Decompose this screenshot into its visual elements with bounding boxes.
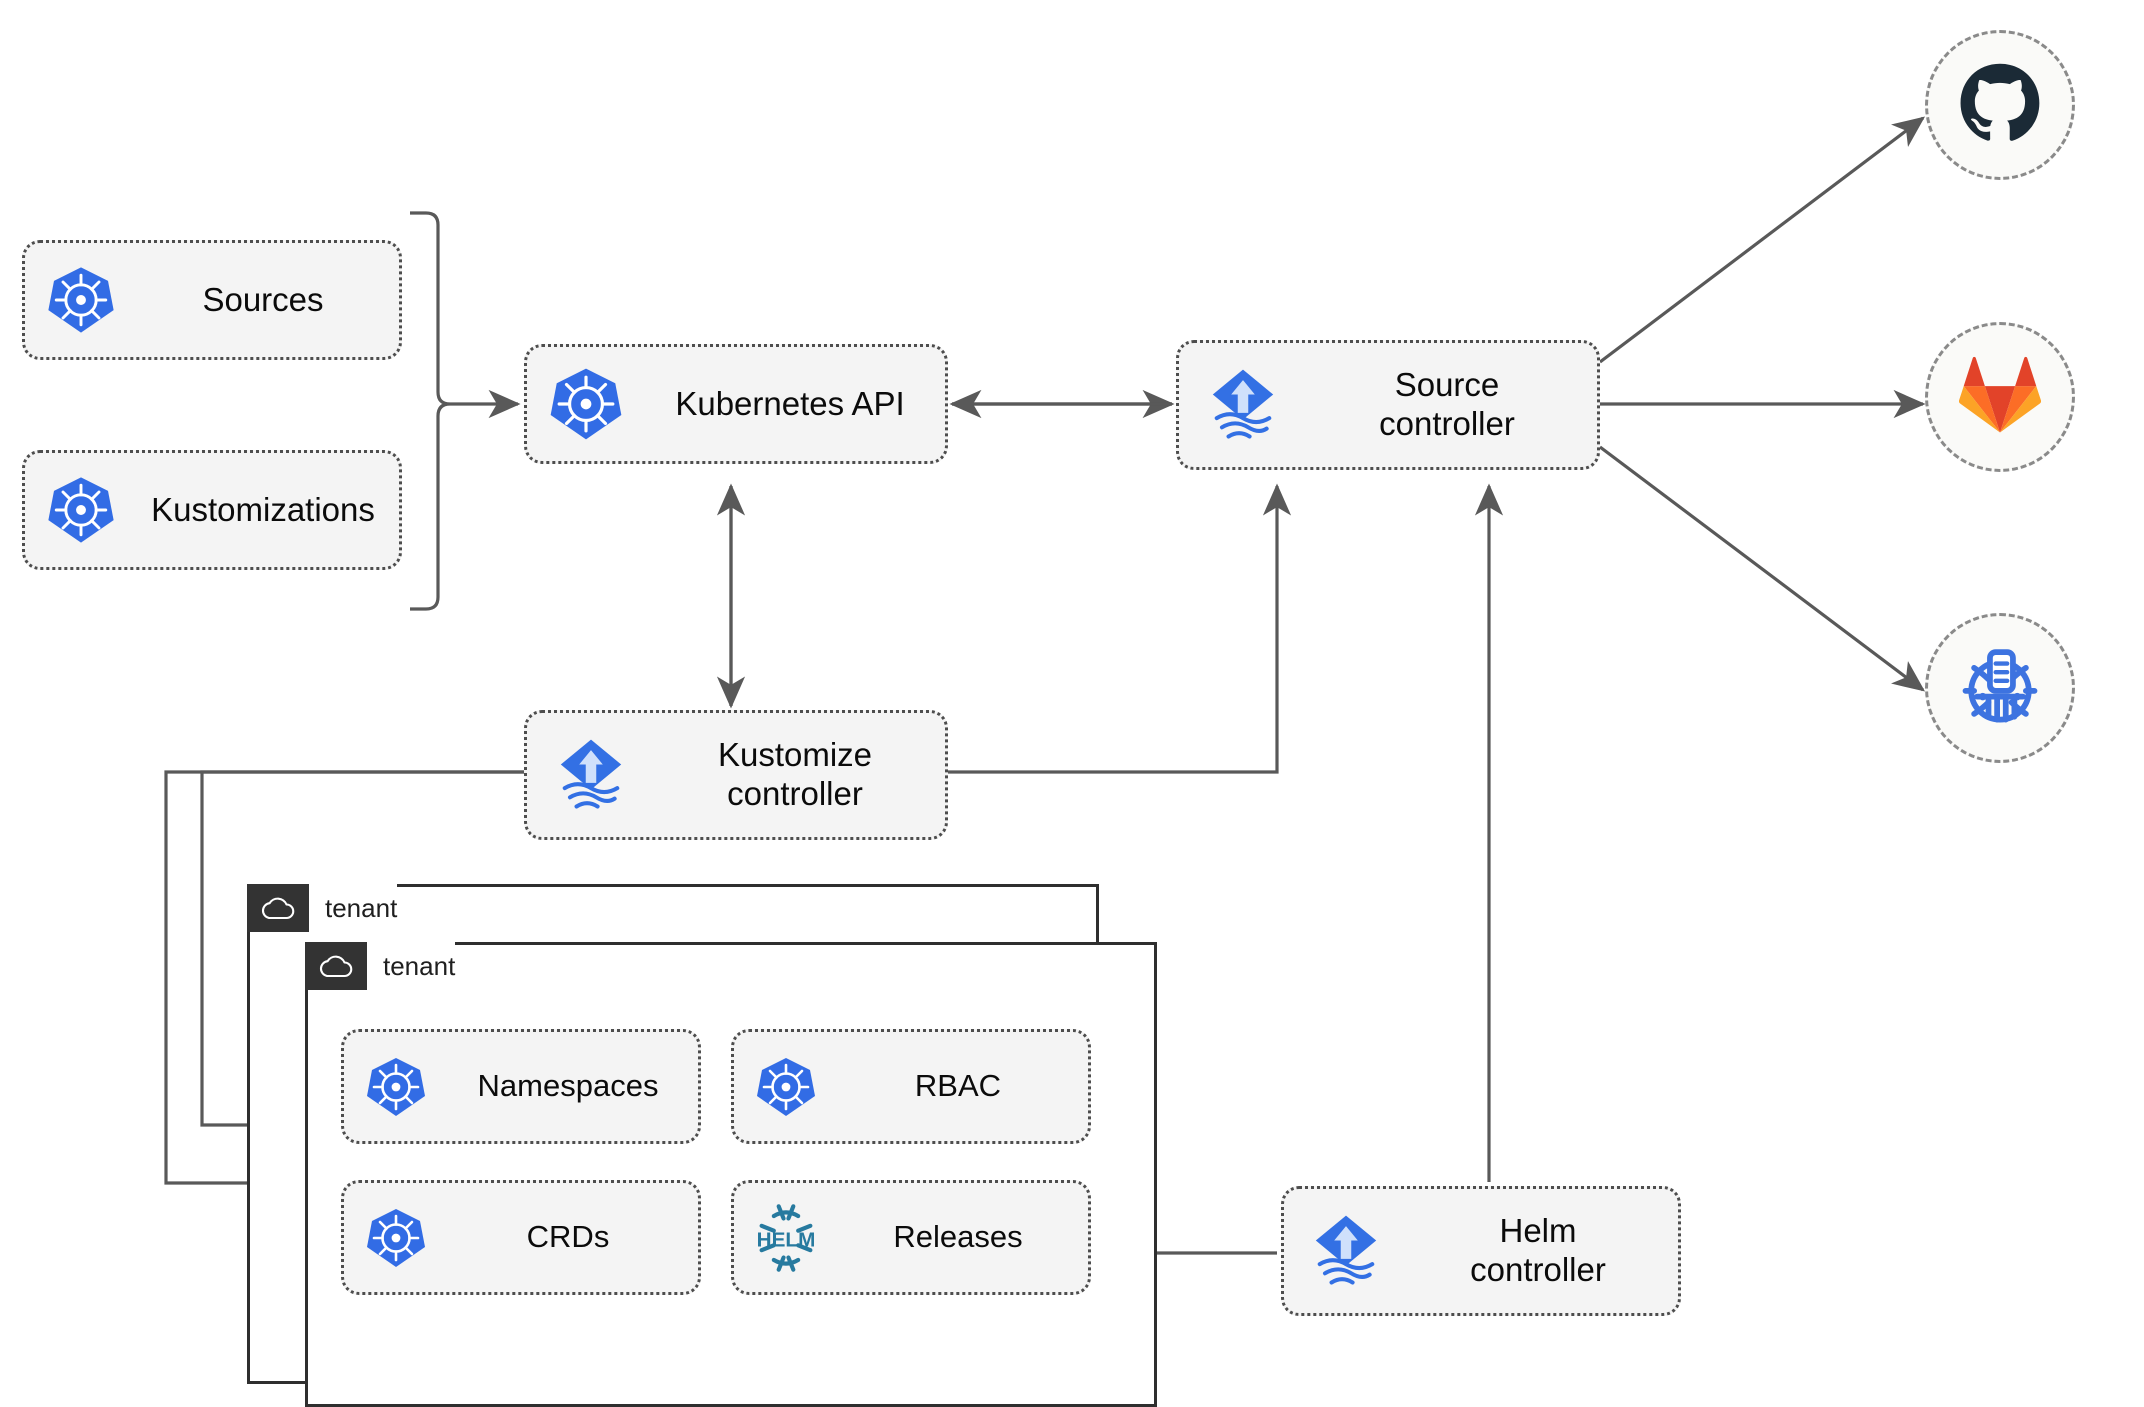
- node-label: Source controller: [1379, 366, 1515, 442]
- gitlab-icon: [1959, 356, 2041, 433]
- tenant-label: tenant: [309, 884, 398, 932]
- cloud-icon: [247, 884, 309, 932]
- flux-icon: [1179, 363, 1307, 447]
- tenant-label: tenant: [367, 942, 456, 990]
- cloud-icon: [305, 942, 367, 990]
- kubernetes-icon: [527, 365, 645, 443]
- node-sources[interactable]: Sources: [22, 240, 402, 360]
- node-label: Kustomizations: [151, 490, 375, 528]
- github-icon: [1960, 63, 2040, 141]
- wire-source-to-helm: [1599, 445, 1926, 692]
- node-source-controller[interactable]: Source controller: [1176, 340, 1600, 470]
- svg-text:HELM: HELM: [757, 1228, 816, 1251]
- provider-gitlab[interactable]: [1925, 322, 2075, 472]
- provider-github[interactable]: [1925, 30, 2075, 180]
- node-label: Helm controller: [1470, 1212, 1606, 1288]
- flux-icon: [1284, 1209, 1408, 1293]
- tenant-tab[interactable]: tenant: [305, 942, 456, 990]
- node-helm-controller[interactable]: Helm controller: [1281, 1186, 1681, 1316]
- node-label: Kubernetes API: [675, 384, 905, 422]
- kubernetes-icon: [344, 1206, 448, 1270]
- node-label: CRDs: [526, 1219, 610, 1255]
- wire-resources-brace: [410, 211, 451, 611]
- helm-chart-icon: [1962, 649, 2038, 723]
- node-releases[interactable]: HELM Releases: [731, 1180, 1091, 1295]
- node-crds[interactable]: CRDs: [341, 1180, 701, 1295]
- tenant-tab[interactable]: tenant: [247, 884, 398, 932]
- node-label: Releases: [893, 1219, 1023, 1255]
- node-kustomizations[interactable]: Kustomizations: [22, 450, 402, 570]
- flux-icon: [527, 733, 655, 817]
- wire-kustomize-to-source: [944, 483, 1292, 774]
- node-label: Namespaces: [477, 1068, 659, 1104]
- tenant-window-front[interactable]: tenant: [305, 942, 1157, 1407]
- node-rbac[interactable]: RBAC: [731, 1029, 1091, 1144]
- kubernetes-icon: [25, 264, 137, 336]
- node-label: Kustomize controller: [717, 736, 873, 812]
- provider-helm-chart[interactable]: [1925, 613, 2075, 763]
- kubernetes-icon: [25, 474, 137, 546]
- wire-source-to-github: [1599, 116, 1926, 364]
- node-kustomize-controller[interactable]: Kustomize controller: [524, 710, 948, 840]
- node-namespaces[interactable]: Namespaces: [341, 1029, 701, 1144]
- node-label: Sources: [202, 280, 324, 318]
- node-kubernetes-api[interactable]: Kubernetes API: [524, 344, 948, 464]
- helm-wordmark-icon: HELM: [734, 1199, 838, 1277]
- node-label: RBAC: [914, 1068, 1002, 1104]
- kubernetes-icon: [344, 1055, 448, 1119]
- kubernetes-icon: [734, 1055, 838, 1119]
